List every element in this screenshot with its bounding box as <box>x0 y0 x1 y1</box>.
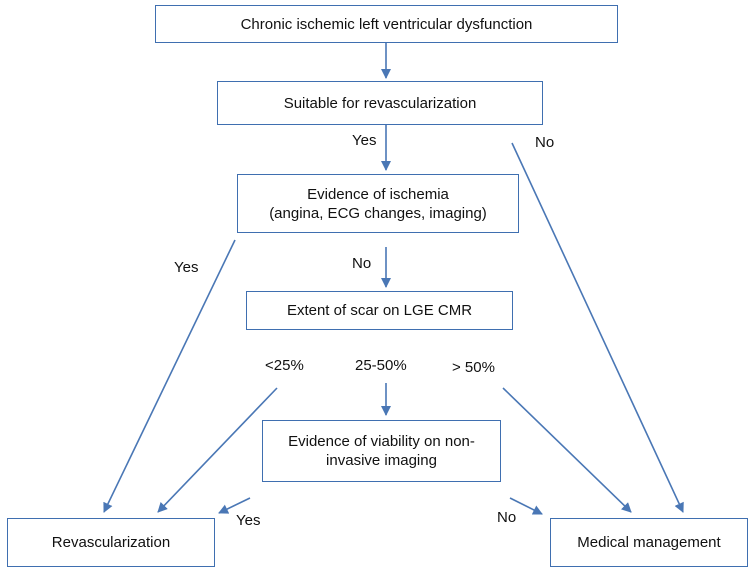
arrow-viability-no-to-medical <box>509 497 543 515</box>
box-text-line1: Evidence of ischemia <box>307 185 449 203</box>
box-text: Medical management <box>577 534 721 551</box>
box-text-line1: Evidence of viability on non- <box>288 433 475 450</box>
label-yes-ischemia: Yes <box>174 259 199 276</box>
box-text: Extent of scar on LGE CMR <box>286 302 473 319</box>
box-text: Chronic ischemic left ventricular dysfun… <box>240 15 533 33</box>
box-extent-of-scar: Extent of scar on LGE CMR <box>246 291 513 330</box>
label-gt50: > 50% <box>452 359 495 376</box>
label-25-50: 25-50% <box>355 357 407 374</box>
label-yes-suitable: Yes <box>352 132 377 149</box>
box-text-line2: invasive imaging <box>326 452 437 469</box>
box-medical-management: Medical management <box>550 518 748 567</box>
label-no-suitable: No <box>535 134 555 151</box>
label-lt25: <25% <box>265 357 304 374</box>
box-text-line2: (angina, ECG changes, imaging) <box>269 204 487 222</box>
box-suitable-for-revascularization: Suitable for revascularization <box>217 81 543 125</box>
arrow-lt25-to-revasc <box>157 387 278 513</box>
box-evidence-of-ischemia: Evidence of ischemia (angina, ECG change… <box>237 174 519 233</box>
box-evidence-of-viability: Evidence of viability on non- invasive i… <box>262 420 501 482</box>
arrow-viability-yes-to-revasc <box>218 497 251 514</box>
arrow-gt50-to-medical <box>502 387 632 513</box>
arrow-ischemia-yes-to-revasc <box>103 239 236 513</box>
label-no-viability: No <box>497 509 517 526</box>
label-yes-viability: Yes <box>236 512 261 529</box>
box-text: Revascularization <box>51 534 171 551</box>
label-no-ischemia: No <box>352 255 372 272</box>
box-chronic-ischemic-lv-dysfunction: Chronic ischemic left ventricular dysfun… <box>155 5 618 43</box>
box-revascularization: Revascularization <box>7 518 215 567</box>
arrow-no-to-medical <box>511 142 684 513</box>
box-text: Suitable for revascularization <box>283 94 477 112</box>
